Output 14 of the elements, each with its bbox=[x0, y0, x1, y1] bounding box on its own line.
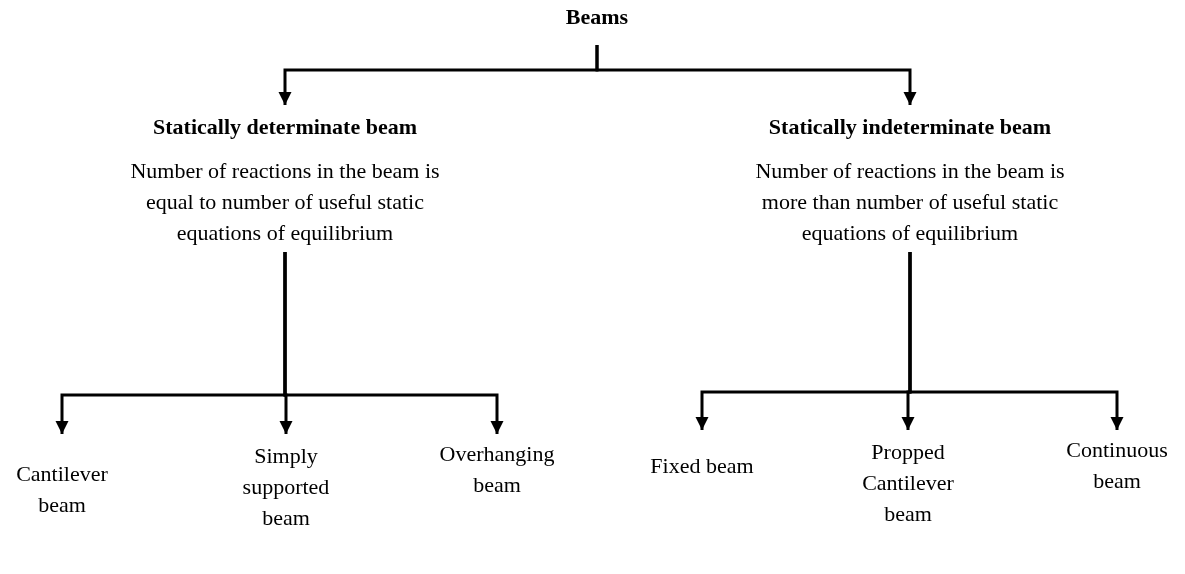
root-heading: Beams bbox=[564, 3, 630, 31]
category-heading: Statically indeterminate beam bbox=[767, 113, 1053, 141]
arrow bbox=[908, 252, 1124, 430]
beam-type-label: Cantilever beam bbox=[15, 460, 109, 519]
beam-type-label: Continuous beam bbox=[1065, 436, 1169, 495]
beam-type-label: Overhanging beam bbox=[438, 440, 556, 499]
beam-type-label: Fixed beam bbox=[649, 452, 755, 480]
category-description: Number of reactions in the beam is equal to number of useful static equations of equilibrium bbox=[129, 157, 441, 247]
beam-type-label: Propped Cantilever beam bbox=[861, 438, 955, 528]
beam-type-label: Simply supported beam bbox=[241, 442, 331, 532]
category-heading: Statically determinate beam bbox=[152, 113, 418, 141]
category-description: Number of reactions in the beam is more than number of useful static equations of equilibrium bbox=[754, 157, 1066, 247]
arrow bbox=[595, 45, 917, 105]
arrow bbox=[283, 252, 504, 434]
